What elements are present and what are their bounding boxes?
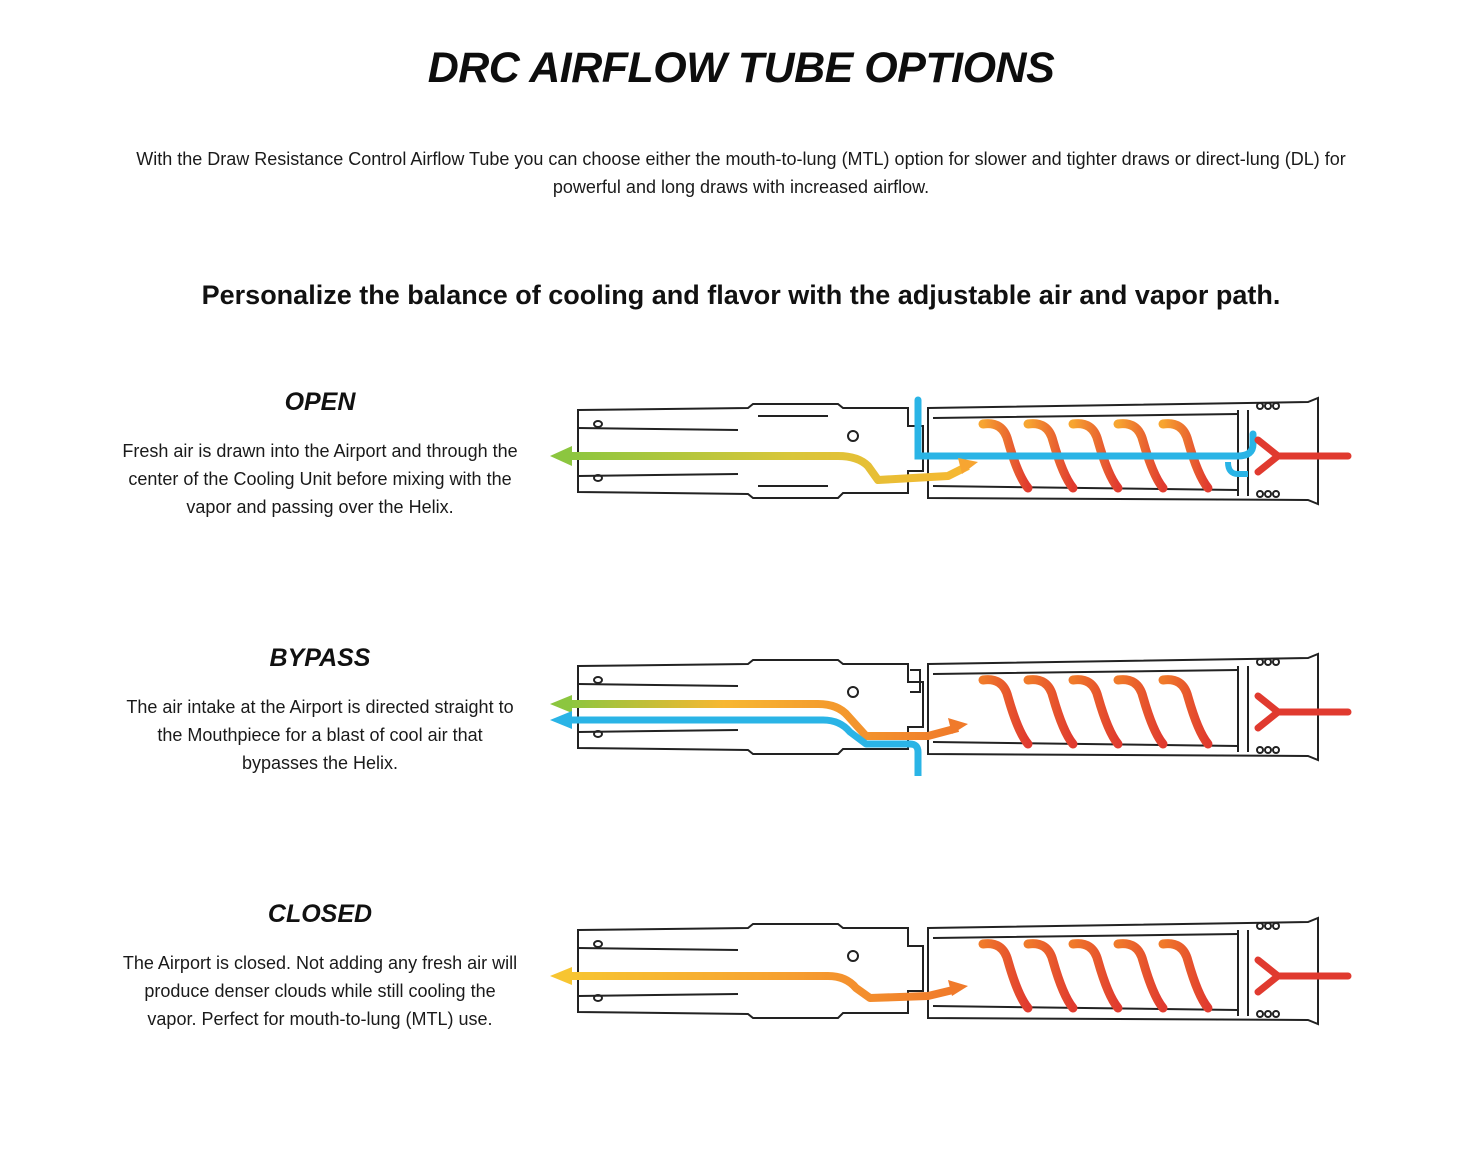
out-arrow-head bbox=[550, 446, 572, 466]
helix-coil bbox=[978, 675, 1213, 749]
vapor-out-arrow-head bbox=[550, 695, 572, 713]
mode-bypass-section: BYPASS The air intake at the Airport is … bbox=[0, 636, 1482, 836]
inlet-arrow bbox=[1254, 956, 1352, 996]
device-outline bbox=[577, 652, 1319, 762]
mode-closed-text: CLOSED The Airport is closed. Not adding… bbox=[120, 900, 520, 1033]
vapor-out-arrow-head bbox=[550, 967, 572, 985]
subtitle: Personalize the balance of cooling and f… bbox=[201, 280, 1281, 310]
mode-closed-title: CLOSED bbox=[267, 900, 373, 928]
closed-airflow-svg bbox=[550, 916, 1352, 1026]
mode-bypass-text: BYPASS The air intake at the Airport is … bbox=[120, 644, 520, 777]
vapor-out-path bbox=[568, 972, 954, 1002]
intro-text: With the Draw Resistance Control Airflow… bbox=[136, 149, 1346, 197]
open-airflow-diagram bbox=[548, 396, 1352, 526]
vapor-out-path bbox=[568, 700, 960, 740]
inlet-arrow bbox=[1254, 692, 1352, 732]
mode-closed-description: The Airport is closed. Not adding any fr… bbox=[122, 953, 518, 1029]
inlet-arrow bbox=[1254, 436, 1352, 476]
outgoing-air-path bbox=[568, 452, 970, 484]
device-outline bbox=[577, 916, 1319, 1026]
open-airflow-svg bbox=[550, 396, 1352, 506]
closed-airflow-diagram bbox=[548, 916, 1352, 1046]
page-title: DRC AIRFLOW TUBE OPTIONS bbox=[427, 44, 1055, 92]
mode-open-text: OPEN Fresh air is drawn into the Airport… bbox=[120, 388, 520, 521]
bypass-airflow-diagram bbox=[548, 652, 1352, 782]
fresh-air-path bbox=[568, 716, 922, 776]
mix-arrow-head bbox=[948, 718, 968, 734]
mode-open-title: OPEN bbox=[284, 388, 356, 416]
fresh-air-path bbox=[914, 396, 1257, 460]
fresh-air-arrow-head bbox=[550, 711, 572, 729]
helix-coil bbox=[978, 939, 1213, 1013]
mix-arrow-head bbox=[958, 458, 978, 474]
mix-arrow-head bbox=[948, 980, 968, 996]
mode-bypass-description: The air intake at the Airport is directe… bbox=[126, 697, 514, 773]
mode-open-section: OPEN Fresh air is drawn into the Airport… bbox=[0, 380, 1482, 580]
mode-closed-section: CLOSED The Airport is closed. Not adding… bbox=[0, 892, 1482, 1092]
mode-bypass-title: BYPASS bbox=[269, 644, 371, 672]
helix-coil bbox=[978, 419, 1213, 493]
mode-open-description: Fresh air is drawn into the Airport and … bbox=[122, 441, 518, 517]
bypass-airflow-svg bbox=[550, 652, 1352, 776]
